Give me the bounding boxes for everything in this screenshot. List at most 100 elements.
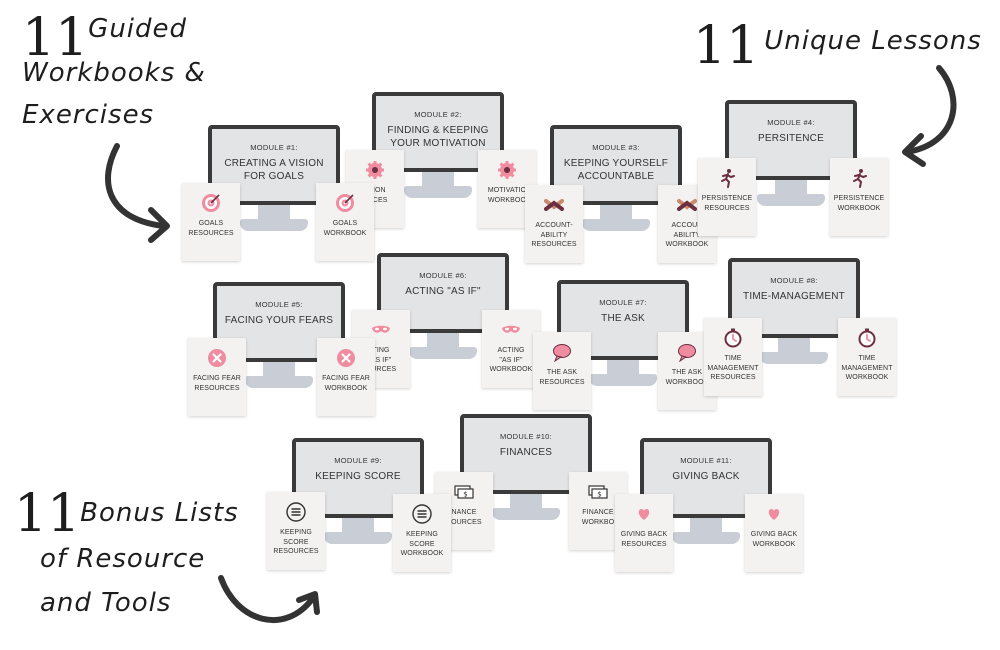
module-title-line2: YOUR MOTIVATION <box>390 138 486 149</box>
lessons-heading: 11 Unique Lessons <box>693 20 982 72</box>
module-number: MODULE #2: <box>414 110 462 119</box>
module-5-monitor: MODULE #5: FACING YOUR FEARS <box>213 282 345 400</box>
module-number: MODULE #6: <box>419 271 467 280</box>
arrow-bonus-icon <box>218 575 320 624</box>
x-circle-icon <box>208 349 226 367</box>
card-label: NANCE SOURCES <box>437 508 491 527</box>
module-title: PERSITENCE <box>731 132 851 145</box>
card-label-line3: OURCES <box>365 366 397 373</box>
card-label-line1: GOALS <box>332 220 358 227</box>
card-label-line1: TING <box>372 347 390 354</box>
card-label-line2: ABILITY <box>673 231 701 239</box>
workbooks-line3: Exercises <box>22 100 155 130</box>
target-icon <box>336 194 354 212</box>
module-number: MODULE #10: <box>499 432 553 441</box>
monitor-neck <box>510 494 542 510</box>
monitor-base <box>760 352 828 364</box>
monitor-neck <box>775 180 807 196</box>
workbooks-line1: Guided <box>88 14 188 44</box>
module-title-line1: FACING YOUR FEARS <box>224 315 334 326</box>
module-title: FACING YOUR FEARS <box>219 314 339 327</box>
module-title-line2: FOR GOALS <box>243 171 305 182</box>
card-label-line3: WORKBOOK <box>845 374 889 381</box>
card-label-line1: ATION <box>364 187 386 194</box>
card-label-line1: NANCE <box>451 509 477 516</box>
module-5-screen <box>213 282 345 362</box>
card-label: GIVING BACK WORKBOOK <box>747 530 801 549</box>
module-9-monitor: MODULE #9: KEEPING SCORE <box>292 438 424 556</box>
module-number: MODULE #7: <box>599 298 647 307</box>
card-label-line2: RESOURCES <box>621 540 667 548</box>
list-icon <box>412 504 432 524</box>
module-title: ACTING "AS IF" <box>383 285 503 298</box>
module-title-line1: FINANCES <box>499 447 553 458</box>
card-label-line2: RESOURCES <box>188 229 234 237</box>
card-label-line1: FACING FEAR <box>322 375 370 382</box>
monitor-neck <box>690 518 722 534</box>
card-label-line1: PERSISTENCE <box>833 195 885 202</box>
card-label-line2: WORKBOOK <box>665 378 709 386</box>
monitor-base <box>240 219 308 231</box>
card-label: PERSISTENCE WORKBOOK <box>832 194 886 213</box>
money-icon: $ <box>454 485 474 499</box>
card-label-line3: WORKBOOK <box>665 241 709 248</box>
card-label-line3: RESOURCES <box>710 374 756 381</box>
card-label: TIME MANAGEMENT WORKBOOK <box>840 354 894 383</box>
runner-icon <box>853 169 867 188</box>
workbooks-count: 11 <box>22 8 89 68</box>
bonus-line1: Bonus Lists <box>80 498 239 528</box>
monitor-neck <box>422 172 454 188</box>
card-label-line2: MANAGEMENT <box>841 364 893 372</box>
card-label-line2: SOURCES <box>446 518 482 526</box>
giving-back-workbook-card: GIVING BACK WORKBOOK <box>745 494 803 572</box>
bonus-heading: 11Bonus Lists <box>14 488 239 540</box>
module-title-line1: GIVING BACK <box>672 471 740 482</box>
module-title: CREATING A VISION FOR GOALS <box>214 157 334 183</box>
monitor-base <box>492 508 560 520</box>
money-icon: $ <box>588 485 608 499</box>
runner-icon <box>721 169 735 188</box>
workbooks-line2: Workbooks & <box>22 58 206 88</box>
module-title-line1: CREATING A VISION <box>224 158 324 169</box>
mask-icon <box>372 325 390 333</box>
card-label-line1: TIME <box>858 355 876 362</box>
lessons-text: Unique Lessons <box>764 26 982 56</box>
card-label-line2: ABILITY <box>540 231 568 239</box>
card-label-line2: WORKBOOK <box>837 204 881 212</box>
monitor-base <box>757 194 825 206</box>
card-label-line3: RESOURCES <box>273 548 319 555</box>
module-title-line1: FINDING & KEEPING <box>387 125 489 136</box>
card-label-line2: RESOURCES <box>194 384 240 392</box>
card-label-line1: GIVING BACK <box>620 531 668 538</box>
svg-text:$: $ <box>597 491 601 499</box>
module-title-line1: PERSITENCE <box>758 133 824 144</box>
card-label-line2: WORKBOOK <box>752 540 796 548</box>
lessons-count: 11 <box>693 16 760 76</box>
module-title-line1: KEEPING YOURSELF <box>563 158 669 169</box>
handshake-icon <box>544 199 564 211</box>
svg-text:$: $ <box>463 491 467 499</box>
card-label-line1: GIVING BACK <box>750 531 798 538</box>
module-number: MODULE #11: <box>680 456 732 465</box>
card-label-line2: "AS IF" <box>499 356 523 364</box>
list-icon <box>286 502 306 522</box>
card-label-line1: TIME <box>724 355 742 362</box>
monitor-base <box>404 186 472 198</box>
bonus-count: 11 <box>14 484 81 544</box>
module-title: TIME-MANAGEMENT <box>734 290 854 303</box>
